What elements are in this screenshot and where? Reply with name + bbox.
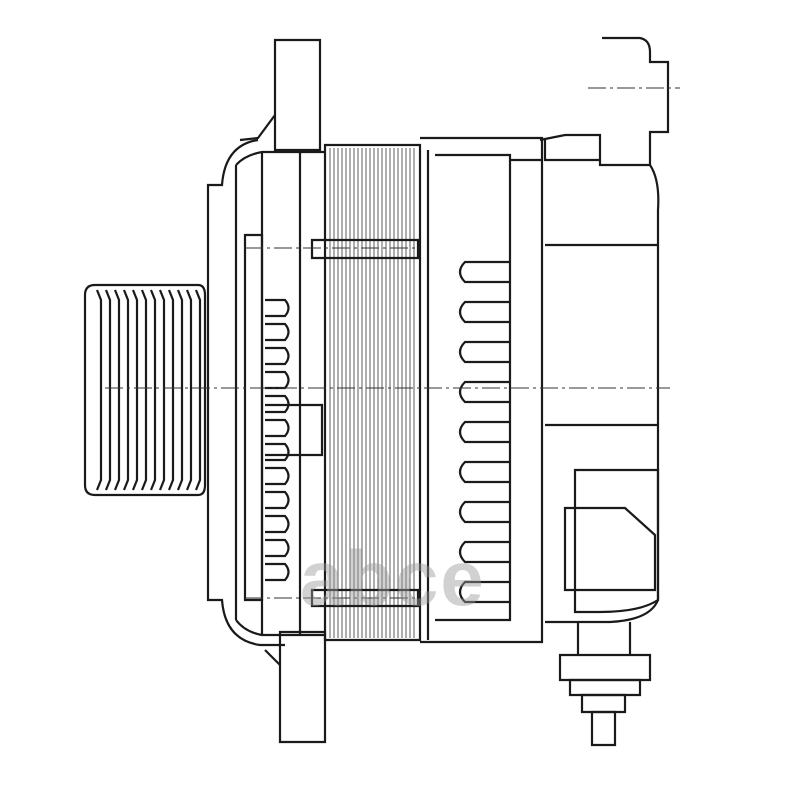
top-mounting-ear-left [239, 38, 322, 152]
pulley-groove [185, 289, 193, 491]
pulley [83, 283, 207, 497]
pulley-groove [95, 289, 103, 491]
rear-fin [458, 300, 510, 324]
front-housing [206, 138, 325, 647]
front-fin [265, 442, 290, 462]
rear-fin [458, 260, 510, 284]
pulley-groove [158, 289, 166, 491]
front-fin [265, 562, 290, 582]
front-fin [265, 418, 290, 438]
bottom-mounting-ear-left [264, 630, 327, 744]
rear-housing [420, 136, 544, 644]
rear-fin [458, 340, 510, 364]
pulley-groove [122, 289, 130, 491]
front-cooling-fins [265, 298, 290, 582]
rear-fin [458, 540, 510, 564]
battery-terminal [558, 622, 652, 747]
front-fin [265, 370, 290, 390]
rear-fin [458, 380, 510, 404]
pulley-groove [104, 289, 112, 491]
front-fin [265, 346, 290, 366]
pulley-groove [140, 289, 148, 491]
watermark-logo: abce [300, 534, 486, 622]
front-fin [265, 322, 290, 342]
pulley-groove [194, 289, 202, 491]
rear-fin [458, 420, 510, 444]
front-fin [265, 298, 290, 318]
pulley-groove [149, 289, 157, 491]
pulley-groove [176, 289, 184, 491]
rear-cooling-fins [458, 260, 510, 604]
front-fin [265, 538, 290, 558]
center-lines [105, 247, 670, 599]
pulley-groove [167, 289, 175, 491]
front-fin [265, 394, 290, 414]
connector-block [563, 468, 660, 614]
rear-fin [458, 500, 510, 524]
pulley-groove [131, 289, 139, 491]
front-fin [265, 466, 290, 486]
front-fin [265, 514, 290, 534]
front-fin [265, 490, 290, 510]
rear-fin [458, 460, 510, 484]
stator [310, 143, 422, 642]
pulley-groove [113, 289, 121, 491]
rear-fin [458, 580, 510, 604]
